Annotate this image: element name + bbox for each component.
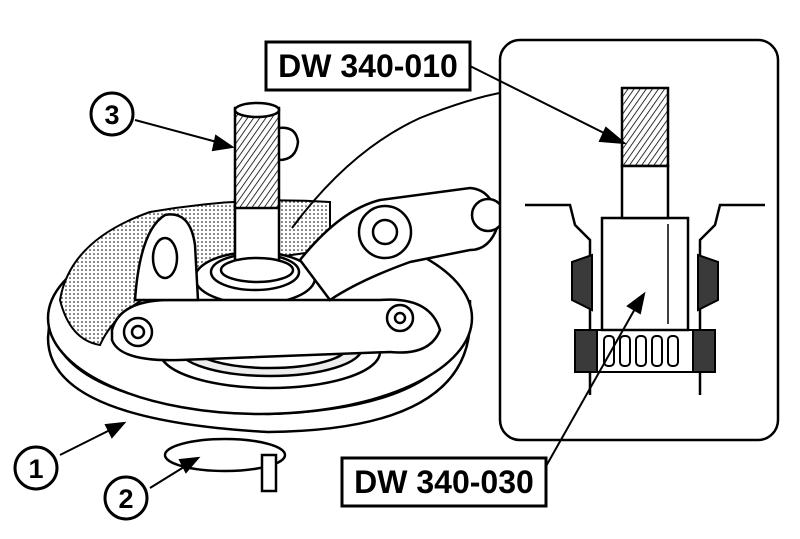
leader-tool-lower [544,299,641,469]
tool-label-lower: DW 340-030 [340,456,548,508]
inset-seal-left [571,253,593,312]
callout-2-circle [103,475,149,521]
tool-label-lower-box [340,456,548,508]
connector-curve [291,91,506,229]
inset-bearing-rollers [574,329,716,373]
tool-label-upper: DW 340-010 [264,40,472,92]
callout-1: 1 [13,445,59,491]
callout-3: 3 [89,91,135,137]
callout-3-circle [89,91,135,137]
extractor-base [219,256,295,284]
hub-stud [260,453,278,493]
leader-lines [59,65,646,489]
tool-label-upper-text: DW 340-010 [278,48,458,84]
tool-clip [278,126,300,162]
knuckle-ear-hole [151,236,179,280]
tool-label-upper-box [264,40,472,92]
knuckle-bushing-inner [371,218,399,246]
callout-2: 2 [103,475,149,521]
hub-assembly [46,101,506,493]
arrowhead-part-2 [178,456,201,474]
tool-label-lower-text: DW 340-030 [354,464,534,500]
arrowhead-part-3 [211,134,235,152]
arrowhead-part-1 [104,421,127,439]
inset-seal-right [697,253,719,312]
callout-3-text: 3 [104,100,119,130]
leader-tool-upper [469,65,619,141]
arrowhead-tool-lower [626,291,646,315]
arm-bolt-right-inner [393,311,407,325]
leader-part-3 [134,119,229,146]
arrowhead-tool-upper [598,126,628,145]
inset-detail [498,38,780,442]
inset-rod-light [620,164,670,220]
callout-2-text: 2 [118,484,133,514]
arm-bolt-left-inner [130,324,146,340]
inset-rod-dark [620,86,670,168]
tool-rod [233,106,281,210]
inset-sleeve [600,216,690,332]
suspension-arm [110,298,442,362]
callout-1-text: 1 [28,454,43,484]
callout-1-circle [13,445,59,491]
tool-rod-top [233,101,281,119]
